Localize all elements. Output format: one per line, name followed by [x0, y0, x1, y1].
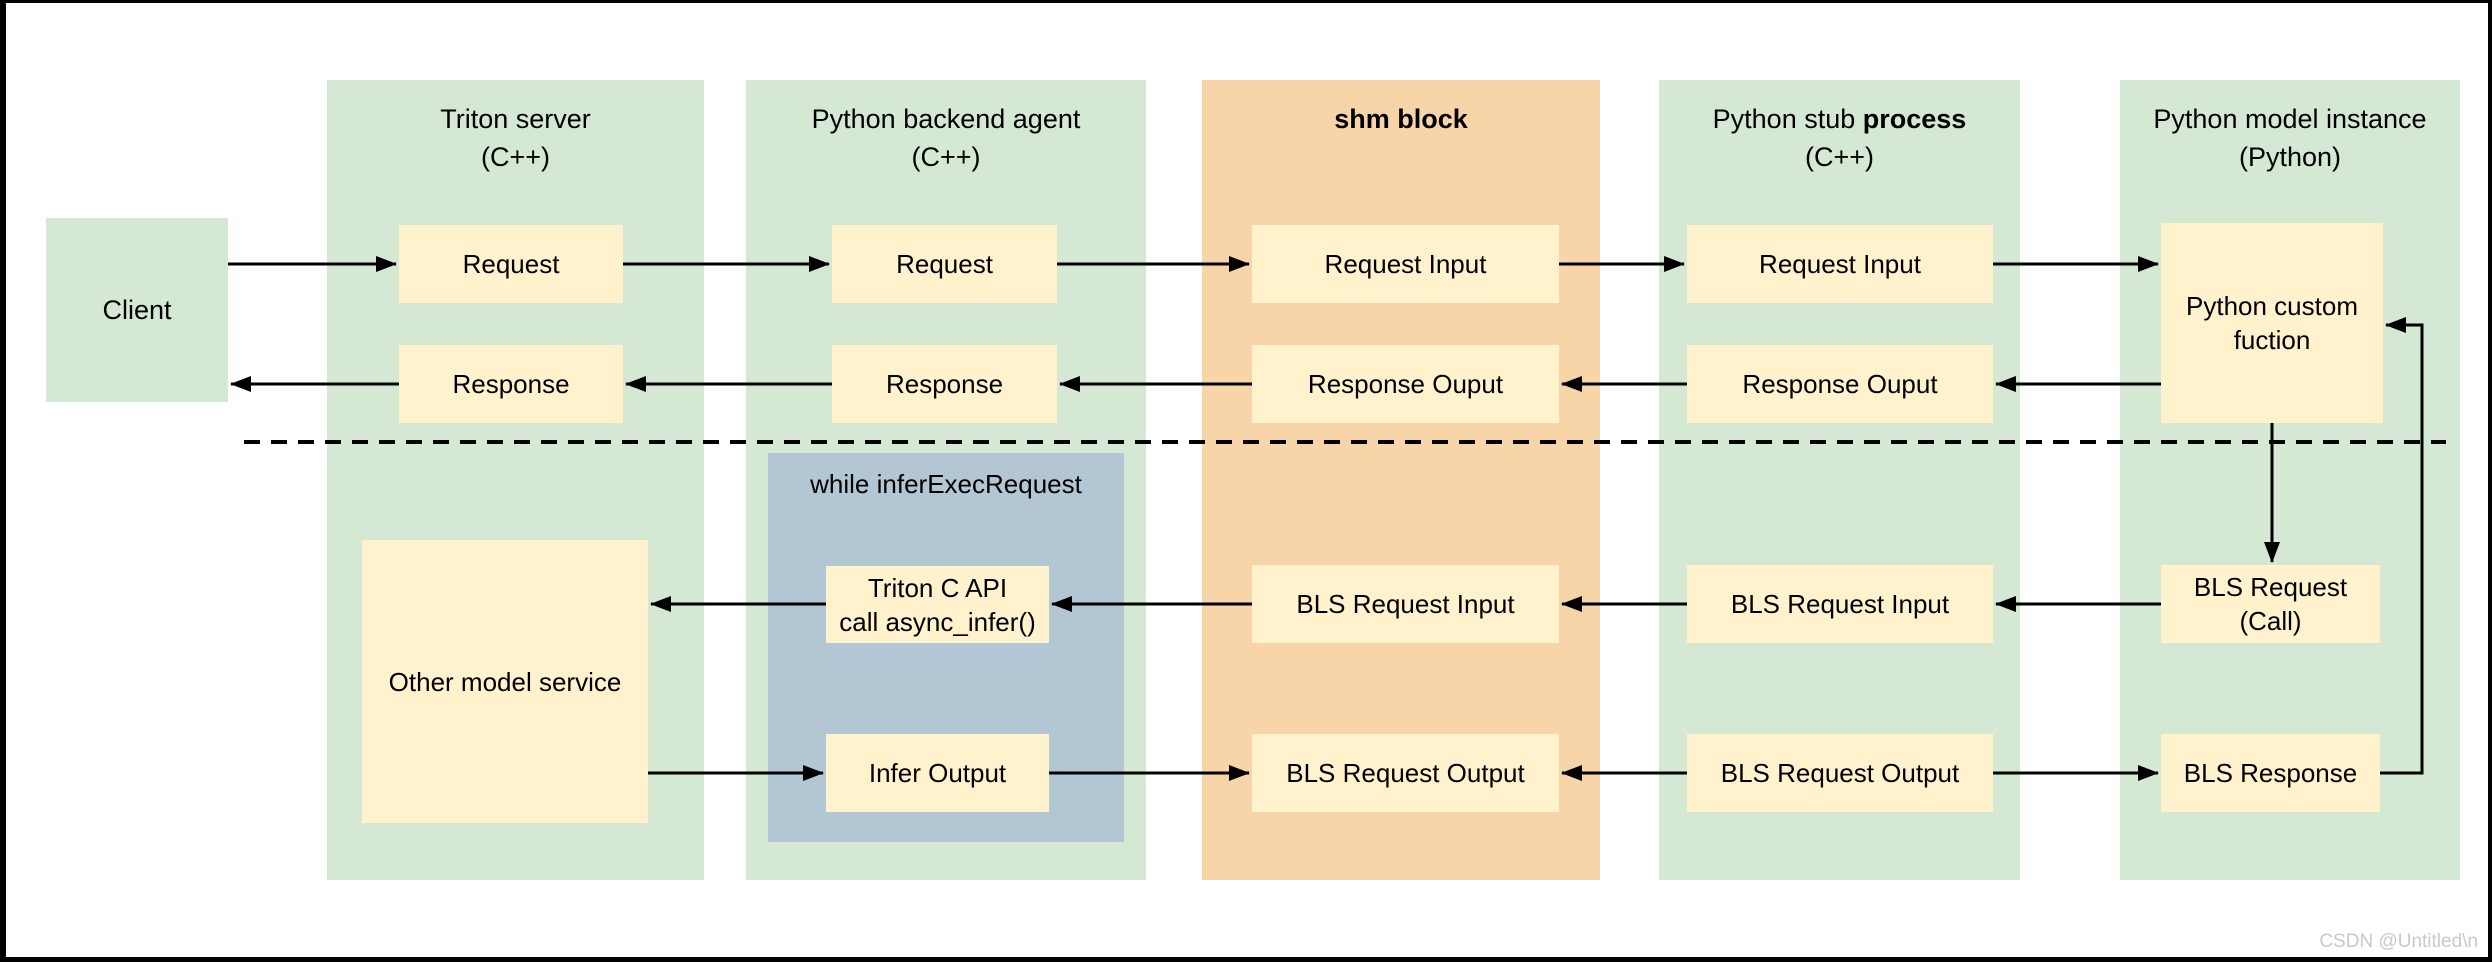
column-title-python-backend-agent: Python backend agent (C++): [746, 80, 1146, 176]
box-label-line2: fuction: [2233, 325, 2311, 355]
box-label-line2: (Call): [2239, 606, 2302, 636]
column-title-triton-server: Triton server (C++): [327, 80, 704, 176]
column-title-line1: Python backend agent: [811, 104, 1081, 134]
while-loop-label: while inferExecRequest: [810, 469, 1082, 499]
column-title-python-stub-process: Python stub process (C++): [1659, 80, 2020, 176]
box-stub-request-input: Request Input: [1687, 225, 1993, 303]
column-title-shm-block: shm block: [1334, 104, 1468, 134]
column-title-line1: Triton server: [440, 104, 591, 134]
box-label-line1: BLS Request: [2193, 572, 2348, 602]
column-title-line1: Python model instance: [2153, 104, 2427, 134]
box-bls-response: BLS Response: [2161, 734, 2380, 812]
title-bold-part: process: [1862, 104, 1967, 134]
box-stub-bls-request-input: BLS Request Input: [1687, 565, 1993, 643]
box-infer-output: Infer Output: [826, 734, 1049, 812]
box-label-line1: Triton C API: [867, 572, 1008, 603]
column-title-line2: (C++): [1804, 142, 1875, 172]
box-stub-response-ouput: Response Ouput: [1687, 345, 1993, 423]
box-python-custom-function: Python custom fuction: [2161, 223, 2383, 423]
box-triton-response: Response: [399, 345, 623, 423]
box-triton-request: Request: [399, 225, 623, 303]
box-bls-request-call: BLS Request (Call): [2161, 565, 2380, 643]
column-title-line1: Python stub process: [1659, 100, 2020, 138]
watermark-text: CSDN @Untitled\n: [2319, 931, 2478, 952]
box-stub-bls-request-output: BLS Request Output: [1687, 734, 1993, 812]
box-shm-response-ouput: Response Ouput: [1252, 345, 1559, 423]
box-triton-c-api: Triton C API call async_infer(): [826, 566, 1049, 643]
box-label-line2: call async_infer(): [839, 606, 1036, 637]
box-backend-response: Response: [832, 345, 1057, 423]
box-shm-bls-request-input: BLS Request Input: [1252, 565, 1559, 643]
box-other-model-service: Other model service: [362, 540, 648, 823]
column-title-python-model-instance: Python model instance (Python): [2120, 80, 2460, 176]
column-title-line2: (C++): [911, 142, 981, 172]
box-shm-bls-request-output: BLS Request Output: [1252, 734, 1559, 812]
box-shm-request-input: Request Input: [1252, 225, 1559, 303]
column-title-line2: (C++): [480, 142, 551, 172]
box-backend-request: Request: [832, 225, 1057, 303]
column-title-line2: (Python): [2238, 142, 2342, 172]
client-node: Client: [46, 218, 228, 402]
title-regular-part: Python stub: [1712, 104, 1863, 134]
box-label-line1: Python custom: [2186, 291, 2358, 321]
